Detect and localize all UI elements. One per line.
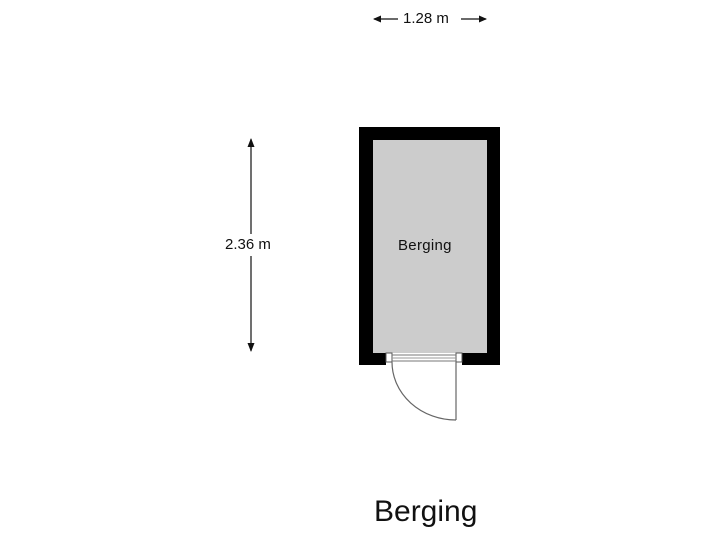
height-dimension-arrow [247,138,255,352]
height-dimension-label: 2.36 m [225,236,271,253]
room-label-berging: Berging [398,237,452,254]
wall-right [487,127,500,365]
wall-top [359,127,500,140]
room-floor [373,140,487,353]
door[interactable] [385,352,463,421]
width-dimension-arrow [373,15,487,23]
wall-bottom-right [462,353,500,365]
width-dimension-label: 1.28 m [403,10,449,27]
plan-title: Berging [374,495,478,528]
door-swing-arc [391,361,457,421]
wall-bottom-left [359,353,386,365]
wall-left [359,127,373,365]
